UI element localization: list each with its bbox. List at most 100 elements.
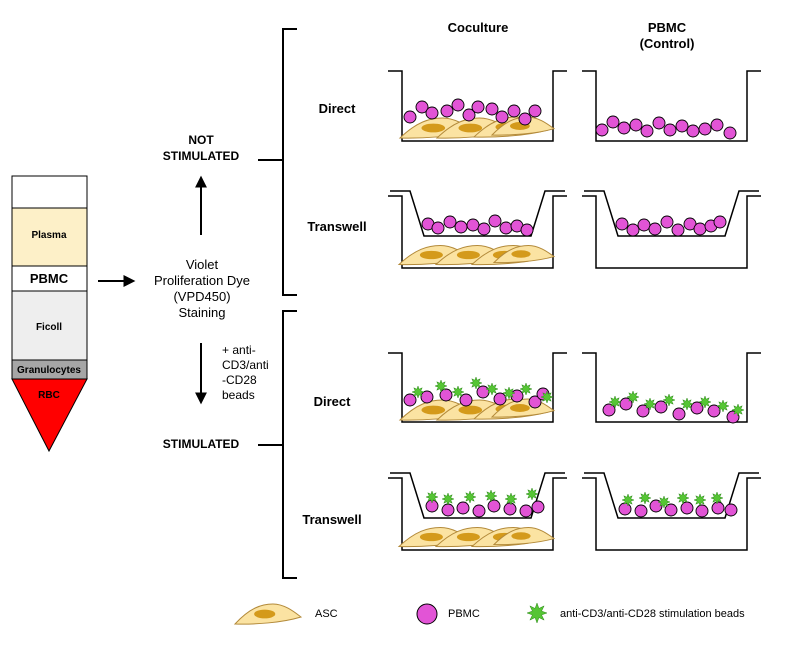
svg-text:+ anti-: + anti-: [222, 343, 256, 357]
pbmc-cell: [617, 121, 631, 135]
pbmc-cell: [672, 407, 686, 421]
not-stimulated-label-line1: NOT: [188, 133, 214, 147]
pbmc-cell: [499, 221, 513, 235]
column-header-pbmc-line2: (Control): [640, 36, 695, 51]
asc-cell: [492, 244, 556, 264]
pbmc-cell: [695, 504, 709, 518]
centrifuge-tube: Plasma PBMC Ficoll Granulocytes RBC: [11, 175, 88, 453]
bead: [638, 491, 652, 505]
tube-pbmc-label: PBMC: [30, 271, 69, 286]
bead: [411, 385, 425, 399]
pbmc-cell: [466, 218, 480, 232]
legend: ASC PBMC anti-CD3/anti-CD28 stimulation …: [233, 602, 745, 625]
bead: [469, 376, 483, 390]
svg-text:CD3/anti: CD3/anti: [222, 358, 269, 372]
tube-plasma-layer: [11, 207, 88, 267]
bead: [676, 491, 690, 505]
column-header-coculture: Coculture: [448, 20, 509, 35]
pbmc-cell: [431, 221, 445, 235]
pbmc-cell: [640, 124, 654, 138]
bead: [441, 492, 455, 506]
legend-pbmc-cell: [416, 603, 438, 625]
well-outline: [388, 352, 567, 423]
pbmc-cell: [710, 118, 724, 132]
asc-cell: [492, 526, 556, 546]
bead: [525, 487, 539, 501]
pbmc-cell: [724, 503, 738, 517]
pbmc-cell: [726, 410, 740, 424]
pbmc-cell: [531, 500, 545, 514]
panel-coculture-transwell-not-stimulated: [388, 190, 567, 269]
pbmc-cell: [485, 102, 499, 116]
staining-text: Violet Proliferation Dye (VPD450) Staini…: [154, 257, 250, 320]
bead: [504, 492, 518, 506]
row-label-direct-not-stimulated: Direct: [319, 101, 357, 116]
pbmc-cell: [440, 104, 454, 118]
pbmc-cell: [664, 503, 678, 517]
pbmc-cell: [462, 108, 476, 122]
panel-coculture-transwell-stimulated: [388, 472, 567, 551]
legend-beads-label: anti-CD3/anti-CD28 stimulation beads: [560, 608, 745, 620]
pbmc-cell: [711, 501, 725, 515]
pbmc-cell: [403, 393, 417, 407]
legend-asc-cell: [233, 603, 303, 625]
bead: [626, 390, 640, 404]
legend-asc-label: ASC: [315, 608, 338, 620]
pbmc-cell: [663, 123, 677, 137]
bead: [657, 495, 671, 509]
pbmc-cell: [654, 400, 668, 414]
pbmc-cell: [629, 118, 643, 132]
tube-ficoll-label: Ficoll: [36, 322, 62, 333]
pbmc-cell: [477, 222, 491, 236]
pbmc-cell: [671, 223, 685, 237]
pbmc-cell: [698, 122, 712, 136]
pbmc-cell: [693, 222, 707, 236]
pbmc-cell: [652, 116, 666, 130]
pbmc-cell: [487, 499, 501, 513]
panel-control-direct-not-stimulated: [582, 70, 761, 142]
not-stimulated-label-line2: STIMULATED: [163, 149, 240, 163]
pbmc-cell: [606, 115, 620, 129]
pbmc-cell: [626, 223, 640, 237]
pbmc-cell: [637, 218, 651, 232]
pbmc-cell: [660, 215, 674, 229]
bracket-stimulated: [258, 310, 297, 579]
pbmc-cell: [707, 404, 721, 418]
pbmc-cell: [425, 106, 439, 120]
pbmc-cell: [520, 223, 534, 237]
well-outline: [582, 352, 761, 423]
pbmc-cell: [451, 98, 465, 112]
svg-text:Proliferation Dye: Proliferation Dye: [154, 273, 250, 288]
column-header-pbmc-line1: PBMC: [648, 20, 687, 35]
svg-text:Violet: Violet: [186, 257, 219, 272]
panel-coculture-direct-stimulated: [388, 352, 567, 423]
bead: [425, 490, 439, 504]
pbmc-cell: [415, 100, 429, 114]
pbmc-cell: [519, 504, 533, 518]
pbmc-cell: [503, 502, 517, 516]
pbmc-cell: [618, 502, 632, 516]
svg-text:-CD28: -CD28: [222, 373, 257, 387]
bead: [731, 403, 745, 417]
pbmc-cell: [675, 119, 689, 133]
legend-bead: [526, 602, 548, 624]
transwell-outline: [388, 472, 567, 551]
bead: [526, 602, 548, 624]
bead: [484, 489, 498, 503]
pbmc-cell: [686, 124, 700, 138]
bead: [693, 493, 707, 507]
legend-pbmc-label: PBMC: [448, 608, 480, 620]
pbmc-cell: [648, 222, 662, 236]
asc-cell: [233, 603, 303, 625]
panel-control-transwell-stimulated: [582, 472, 761, 551]
pbmc-cell: [713, 215, 727, 229]
tube-plasma-label: Plasma: [31, 230, 66, 241]
tube-pbmc-layer: [11, 265, 88, 292]
pbmc-cell: [595, 123, 609, 137]
bead: [519, 382, 533, 396]
transwell-outline: [388, 190, 567, 269]
tube-granulocytes-label: Granulocytes: [17, 365, 81, 376]
bead: [451, 385, 465, 399]
pbmc-cell: [471, 100, 485, 114]
bead: [680, 397, 694, 411]
